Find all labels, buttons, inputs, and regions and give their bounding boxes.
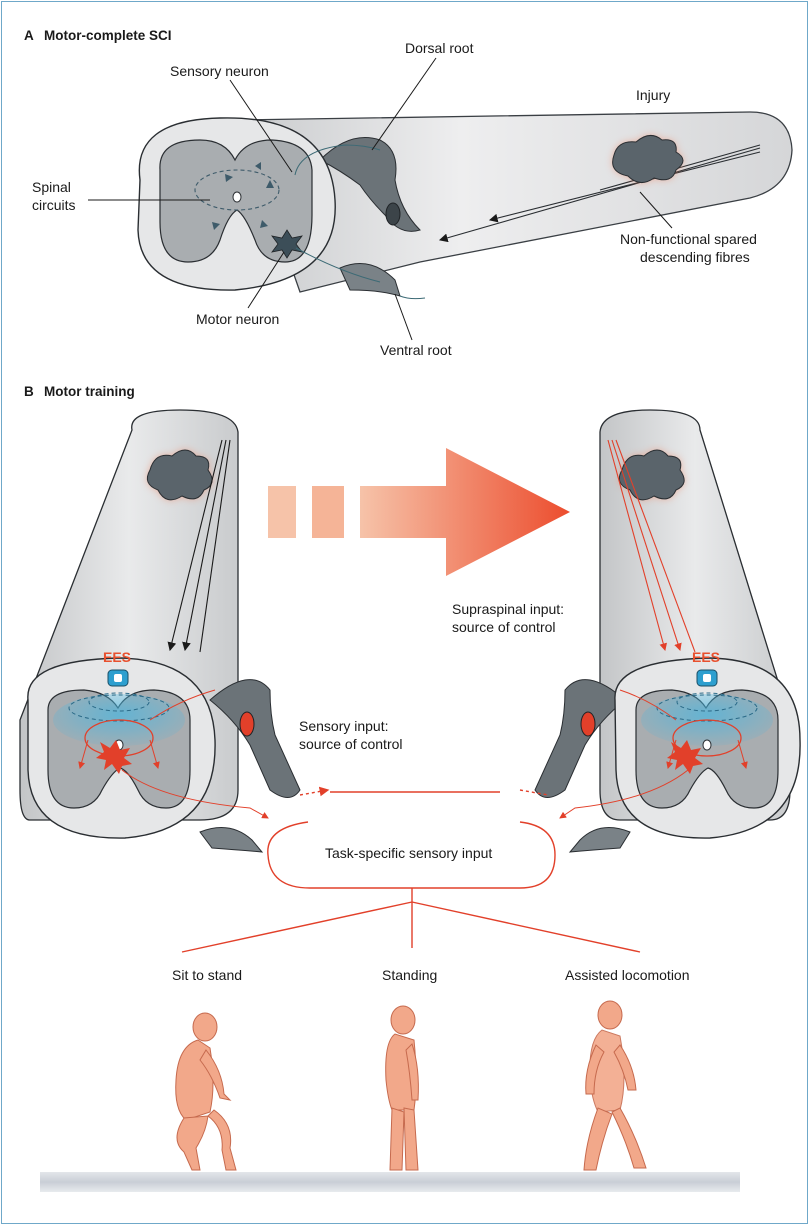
label-standing: Standing: [382, 967, 437, 983]
panel-b: B Motor training EES: [20, 384, 800, 1192]
label-dorsal-root: Dorsal root: [405, 40, 474, 56]
label-assisted: Assisted locomotion: [565, 967, 690, 983]
label-sensory-1: Sensory input:: [299, 718, 389, 734]
panel-b-title: Motor training: [44, 384, 135, 399]
label-motor-neuron: Motor neuron: [196, 311, 279, 327]
label-sensory-neuron: Sensory neuron: [170, 63, 269, 79]
label-ventral-root: Ventral root: [380, 342, 452, 358]
sensory-loop: [182, 790, 640, 952]
central-canal: [233, 192, 241, 202]
progress-arrow: [268, 448, 570, 576]
panel-a-letter: A: [24, 28, 34, 43]
label-sensory-2: source of control: [299, 736, 403, 752]
label-spared-1: Non-functional spared: [620, 231, 757, 247]
panel-a-title: Motor-complete SCI: [44, 28, 172, 43]
label-ees-right: EES: [692, 649, 720, 665]
label-supraspinal-1: Supraspinal input:: [452, 601, 564, 617]
label-supraspinal-2: source of control: [452, 619, 556, 635]
label-sit-to-stand: Sit to stand: [172, 967, 242, 983]
panel-b-letter: B: [24, 384, 34, 399]
label-ees-left: EES: [103, 649, 131, 665]
floor: [40, 1172, 740, 1192]
figure-assisted-locomotion: [584, 1001, 646, 1170]
left-cord: EES: [20, 410, 300, 852]
label-circuits: circuits: [32, 197, 76, 213]
label-spinal: Spinal: [32, 179, 71, 195]
label-injury: Injury: [636, 87, 670, 103]
figure-standing: [386, 1006, 419, 1170]
right-cord: EES: [535, 410, 800, 852]
figure-sit-to-stand: [176, 1013, 236, 1170]
label-spared-2: descending fibres: [640, 249, 750, 265]
panel-a: A Motor-complete SCI: [24, 28, 792, 358]
label-task-specific: Task-specific sensory input: [325, 845, 492, 861]
